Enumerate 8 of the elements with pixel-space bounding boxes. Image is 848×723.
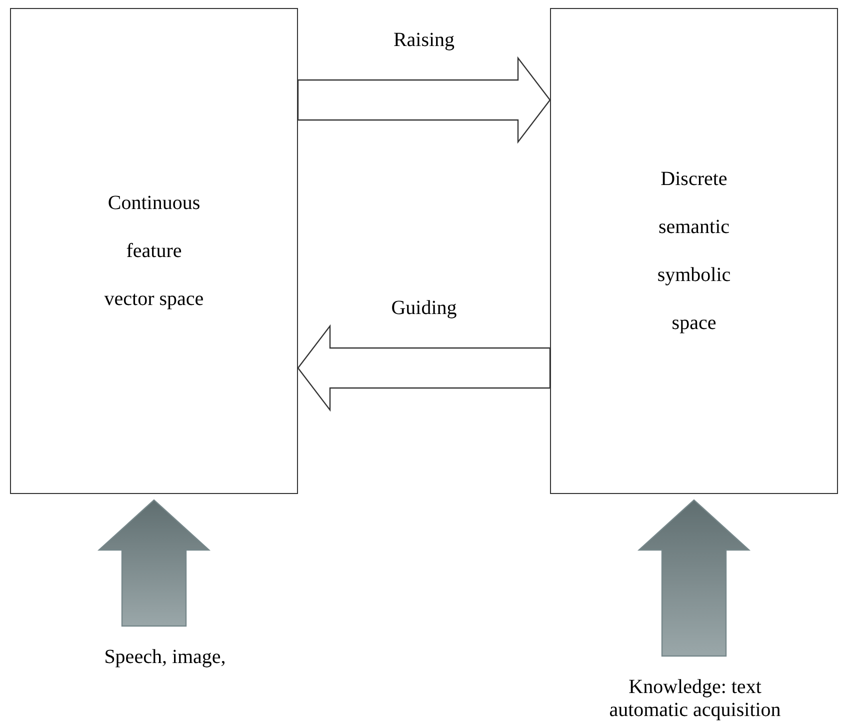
block-arrow bbox=[297, 324, 551, 412]
source-text: Speech, image, bbox=[60, 646, 270, 674]
source-text: Knowledge: text automatic acquisition bbox=[595, 676, 795, 722]
block-arrow bbox=[97, 499, 211, 627]
space-box: Discrete semantic symbolic space bbox=[550, 8, 838, 494]
block-arrow bbox=[297, 56, 551, 144]
block-arrow bbox=[637, 499, 751, 657]
space-box: Continuous feature vector space bbox=[10, 8, 298, 494]
